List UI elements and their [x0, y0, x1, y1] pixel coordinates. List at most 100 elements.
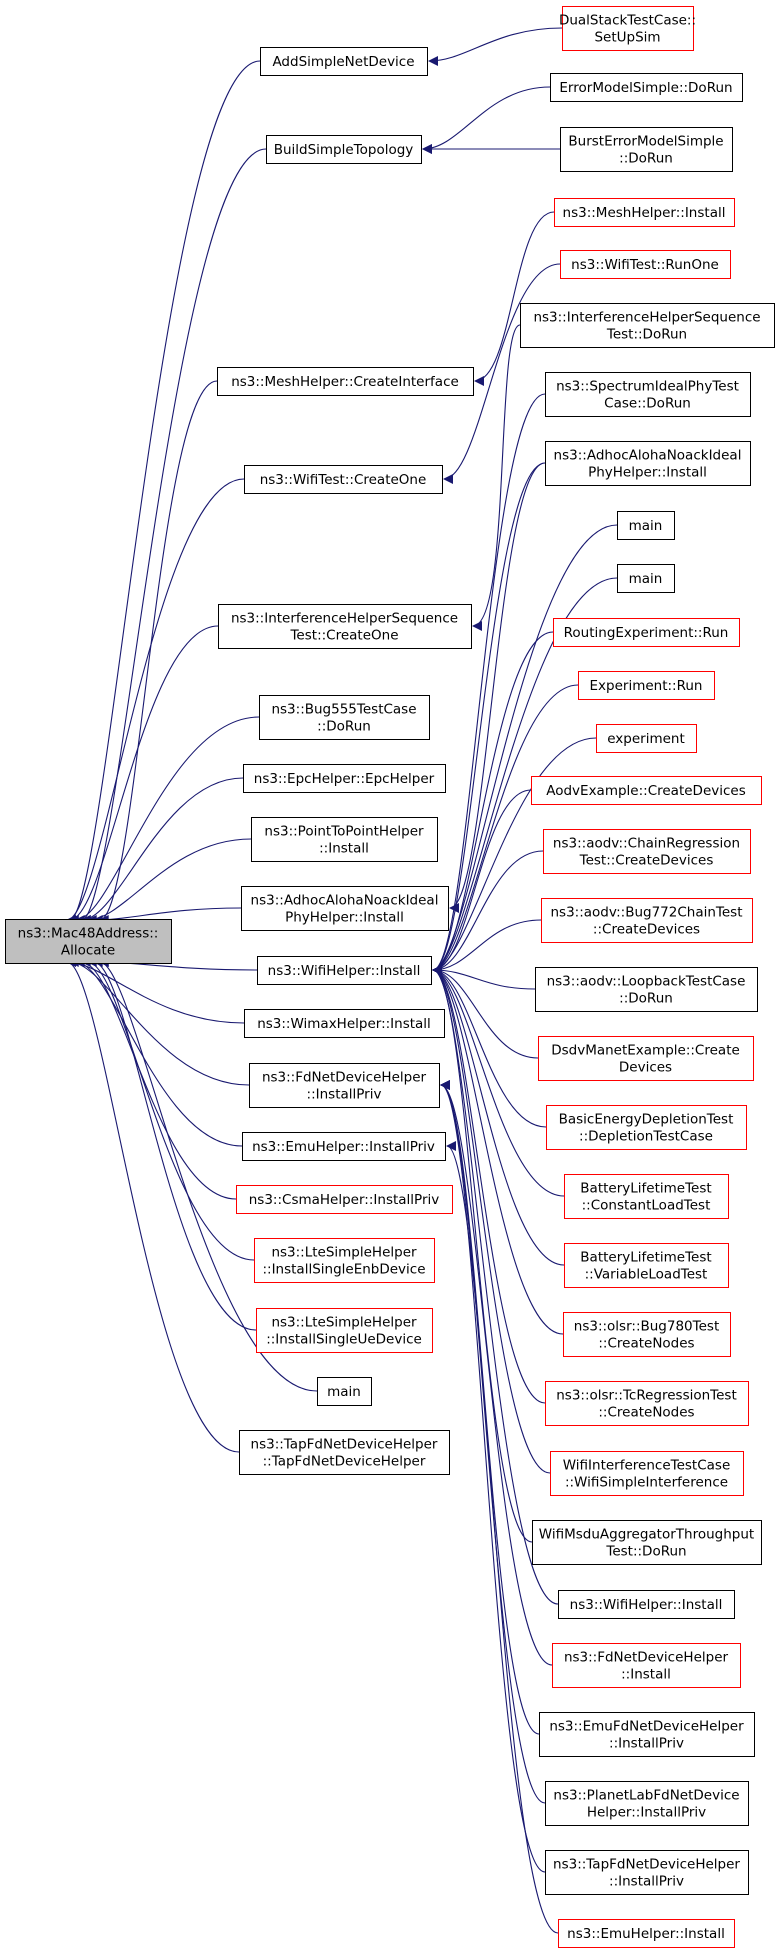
- node-label: main: [629, 571, 663, 587]
- node-box: [558, 1919, 735, 1948]
- edge-n44-to-n0: [74, 957, 243, 1147]
- node-ns3-meshhelper-install[interactable]: ns3::MeshHelper::Install: [554, 198, 735, 227]
- node-ns3-meshhelper-createinterface[interactable]: ns3::MeshHelper::CreateInterface: [217, 367, 474, 396]
- node-ns3-wifitest-createone[interactable]: ns3::WifiTest::CreateOne: [244, 465, 443, 494]
- node-label: ns3::EpcHelper::EpcHelper: [254, 771, 435, 787]
- node-label: ns3::AdhocAlohaNoackIdeal: [251, 893, 439, 909]
- node-batterylifetimetest-variableloadtest[interactable]: BatteryLifetimeTest::VariableLoadTest: [564, 1243, 729, 1288]
- node-ns3-emuhelper-install[interactable]: ns3::EmuHelper::Install: [558, 1919, 735, 1948]
- node-label: Case::DoRun: [604, 396, 691, 412]
- node-basicenergydepletiontest-depletiontestcase[interactable]: BasicEnergyDepletionTest::DepletionTestC…: [546, 1105, 747, 1150]
- edge-n6-to-n34: [474, 211, 555, 386]
- node-label: RoutingExperiment::Run: [564, 625, 729, 641]
- node-label: Test::CreateDevices: [579, 853, 714, 869]
- node-label: ns3::TapFdNetDeviceHelper: [251, 1437, 438, 1453]
- edge-n35-to-n0: [66, 478, 245, 925]
- node-label: SetUpSim: [594, 30, 660, 46]
- node-box: [242, 1132, 446, 1161]
- node-ns3-planetlabfdnetdevice-helper-installpriv[interactable]: ns3::PlanetLabFdNetDeviceHelper::Install…: [545, 1781, 749, 1826]
- node-ns3-ltesimplehelper-installsingleuedevice[interactable]: ns3::LteSimpleHelper::InstallSingleUeDev…: [256, 1308, 433, 1353]
- node-ns3-epchelper-epchelper[interactable]: ns3::EpcHelper::EpcHelper: [243, 764, 446, 793]
- edge-n42-to-n0: [66, 957, 245, 1024]
- node-experiment[interactable]: experiment: [596, 724, 697, 753]
- node-ns3-interferencehelpersequence-test-createone[interactable]: ns3::InterferenceHelperSequenceTest::Cre…: [218, 604, 472, 649]
- node-label: ::WifiSimpleInterference: [565, 1475, 728, 1491]
- node-main[interactable]: main: [617, 564, 675, 593]
- node-box: [244, 465, 443, 494]
- node-ns3-fdnetdevicehelper-install[interactable]: ns3::FdNetDeviceHelper::Install: [552, 1643, 741, 1688]
- node-ns3-pointtopointhelper-install[interactable]: ns3::PointToPointHelper::Install: [251, 817, 438, 862]
- node-label: ::ConstantLoadTest: [582, 1198, 711, 1214]
- node-label: ::InstallSingleEnbDevice: [262, 1262, 425, 1278]
- node-errormodelsimple-dorun[interactable]: ErrorModelSimple::DoRun: [550, 73, 743, 102]
- node-box: [217, 367, 474, 396]
- node-box: [257, 956, 432, 985]
- node-box: [243, 764, 446, 793]
- node-ns3-interferencehelpersequence-test-dorun[interactable]: ns3::InterferenceHelperSequenceTest::DoR…: [520, 303, 775, 348]
- edge-n29-to-n43: [440, 1080, 553, 1666]
- node-label: BuildSimpleTopology: [274, 142, 414, 158]
- node-ns3-emuhelper-installpriv[interactable]: ns3::EmuHelper::InstallPriv: [242, 1132, 446, 1161]
- node-ns3-mac48address-allocate[interactable]: ns3::Mac48Address::Allocate: [5, 919, 172, 964]
- node-ns3-ltesimplehelper-installsingleenbdevice[interactable]: ns3::LteSimpleHelper::InstallSingleEnbDe…: [254, 1238, 435, 1283]
- edge-n37-to-n0: [74, 716, 260, 925]
- node-label: ::InstallPriv: [609, 1736, 684, 1752]
- node-batterylifetimetest-constantloadtest[interactable]: BatteryLifetimeTest::ConstantLoadTest: [564, 1174, 729, 1219]
- node-aodvexample-createdevices[interactable]: AodvExample::CreateDevices: [531, 776, 762, 805]
- node-label: ns3::Mac48Address::: [18, 926, 159, 942]
- node-experiment-run[interactable]: Experiment::Run: [578, 671, 715, 700]
- node-ns3-olsr-bug780test-createnodes[interactable]: ns3::olsr::Bug780Test::CreateNodes: [563, 1312, 731, 1357]
- node-ns3-aodv-chainregression-test-createdevices[interactable]: ns3::aodv::ChainRegressionTest::CreateDe…: [543, 829, 751, 874]
- node-label: AodvExample::CreateDevices: [546, 783, 746, 799]
- node-box: [543, 829, 751, 874]
- node-main[interactable]: main: [617, 511, 675, 540]
- node-label: ns3::EmuHelper::InstallPriv: [252, 1139, 435, 1155]
- node-box: [244, 1009, 445, 1038]
- node-routingexperiment-run[interactable]: RoutingExperiment::Run: [553, 618, 740, 647]
- node-box: [560, 250, 731, 279]
- node-ns3-olsr-tcregressiontest-createnodes[interactable]: ns3::olsr::TcRegressionTest::CreateNodes: [545, 1381, 749, 1426]
- node-box: [251, 817, 438, 862]
- node-main[interactable]: main: [317, 1377, 372, 1406]
- node-bursterrormodelsimple-dorun[interactable]: BurstErrorModelSimple::DoRun: [560, 127, 733, 172]
- node-box: [317, 1377, 372, 1406]
- node-ns3-csmahelper-installpriv[interactable]: ns3::CsmaHelper::InstallPriv: [236, 1185, 453, 1214]
- node-wifiinterferencetestcase-wifisimpleinterference[interactable]: WifiInterferenceTestCase::WifiSimpleInte…: [550, 1451, 744, 1496]
- node-dsdvmanetexample-create-devices[interactable]: DsdvManetExample::CreateDevices: [538, 1036, 754, 1081]
- node-box: [256, 1308, 433, 1353]
- node-buildsimpletopology[interactable]: BuildSimpleTopology: [266, 135, 422, 164]
- node-label: ::InstallPriv: [609, 1874, 684, 1890]
- edge-n48-to-n0: [98, 957, 318, 1392]
- node-box: [218, 604, 472, 649]
- node-ns3-fdnetdevicehelper-installpriv[interactable]: ns3::FdNetDeviceHelper::InstallPriv: [249, 1063, 440, 1108]
- node-box: [558, 1590, 735, 1619]
- node-ns3-emufdnetdevicehelper-installpriv[interactable]: ns3::EmuFdNetDeviceHelper::InstallPriv: [539, 1712, 755, 1757]
- node-ns3-adhocalohanoackideal-phyhelper-install[interactable]: ns3::AdhocAlohaNoackIdealPhyHelper::Inst…: [241, 886, 449, 931]
- node-label: ::Install: [319, 841, 369, 857]
- node-ns3-bug555testcase-dorun[interactable]: ns3::Bug555TestCase::DoRun: [259, 695, 430, 740]
- node-label: ns3::WifiHelper::Install: [570, 1597, 723, 1613]
- node-label: ns3::FdNetDeviceHelper: [262, 1070, 427, 1086]
- node-ns3-tapfdnetdevicehelper-installpriv[interactable]: ns3::TapFdNetDeviceHelper::InstallPriv: [545, 1850, 749, 1895]
- node-dualstacktestcase-setupsim[interactable]: DualStackTestCase::SetUpSim: [559, 6, 696, 51]
- nodes-layer: ns3::Mac48Address::Allocate AddSimpleNetD…: [5, 6, 775, 1948]
- edge-n16-to-n41: [432, 789, 532, 975]
- edge-n4-to-n3: [422, 86, 551, 154]
- node-addsimplenetdevice[interactable]: AddSimpleNetDevice: [260, 47, 428, 76]
- node-ns3-wifihelper-install[interactable]: ns3::WifiHelper::Install: [257, 956, 432, 985]
- edge-n8-to-n36: [472, 324, 521, 631]
- node-box: [241, 886, 449, 931]
- node-ns3-wimaxhelper-install[interactable]: ns3::WimaxHelper::Install: [244, 1009, 445, 1038]
- edge-n9-to-n41: [432, 393, 546, 975]
- node-ns3-tapfdnetdevicehelper-tapfdnetdevicehelper[interactable]: ns3::TapFdNetDeviceHelper::TapFdNetDevic…: [239, 1430, 450, 1475]
- node-ns3-adhocalohanoackideal-phyhelper-install[interactable]: ns3::AdhocAlohaNoackIdealPhyHelper::Inst…: [545, 441, 751, 486]
- node-ns3-aodv-bug772chaintest-createdevices[interactable]: ns3::aodv::Bug772ChainTest::CreateDevice…: [541, 898, 753, 943]
- node-ns3-wifitest-runone[interactable]: ns3::WifiTest::RunOne: [560, 250, 731, 279]
- node-ns3-wifihelper-install[interactable]: ns3::WifiHelper::Install: [558, 1590, 735, 1619]
- node-label: DsdvManetExample::Create: [551, 1043, 740, 1059]
- node-label: ::TapFdNetDeviceHelper: [263, 1454, 426, 1470]
- node-ns3-aodv-loopbacktestcase-dorun[interactable]: ns3::aodv::LoopbackTestCase::DoRun: [535, 967, 758, 1012]
